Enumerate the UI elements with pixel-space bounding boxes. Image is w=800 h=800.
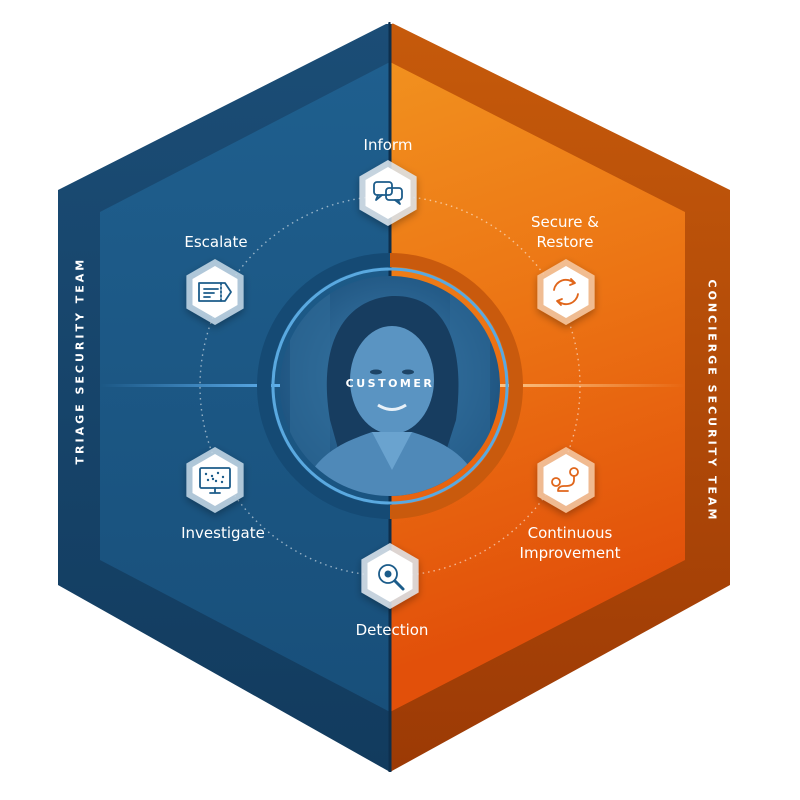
monitor-data-icon bbox=[199, 467, 231, 494]
right-glow-line bbox=[490, 384, 685, 387]
badge-inner-hex bbox=[192, 266, 238, 318]
left-glow-line bbox=[100, 384, 290, 387]
badge-inner-hex bbox=[365, 167, 411, 219]
escalate-label: Escalate bbox=[184, 233, 248, 251]
node-badge-secure[interactable] bbox=[537, 259, 595, 325]
secure-label-line2: Restore bbox=[536, 233, 594, 251]
magnify-virus-icon bbox=[378, 564, 405, 591]
node-badge-inform[interactable] bbox=[359, 160, 417, 226]
concierge-team-label: CONCIERGE SECURITY TEAM bbox=[705, 279, 719, 523]
detection-label: Detection bbox=[355, 621, 429, 639]
improve-label-line2: Improvement bbox=[519, 544, 621, 562]
improve-label-line1: Continuous bbox=[527, 524, 613, 542]
node-badge-investigate[interactable] bbox=[186, 447, 244, 513]
node-badge-improve[interactable] bbox=[537, 447, 595, 513]
badge-inner-hex bbox=[543, 454, 589, 506]
badge-inner-hex bbox=[192, 454, 238, 506]
ticket-icon bbox=[198, 282, 232, 302]
secure-restore-label: Secure & Restore bbox=[515, 212, 615, 252]
node-badge-detection[interactable] bbox=[361, 543, 419, 609]
secure-label-line1: Secure & bbox=[530, 213, 600, 231]
top-cut-text: ually... bbox=[352, 14, 394, 27]
node-badge-escalate[interactable] bbox=[186, 259, 244, 325]
badge-inner-hex bbox=[543, 266, 589, 318]
investigate-label: Investigate bbox=[181, 524, 265, 542]
triage-team-label: TRIAGE SECURITY TEAM bbox=[73, 256, 87, 465]
chat-bubbles-icon bbox=[373, 181, 403, 205]
continuous-improvement-label: Continuous Improvement bbox=[510, 523, 630, 563]
route-map-icon bbox=[551, 467, 579, 492]
refresh-arrows-icon bbox=[553, 278, 579, 306]
inform-label: Inform bbox=[363, 136, 413, 154]
customer-label: CUSTOMER bbox=[345, 377, 435, 390]
